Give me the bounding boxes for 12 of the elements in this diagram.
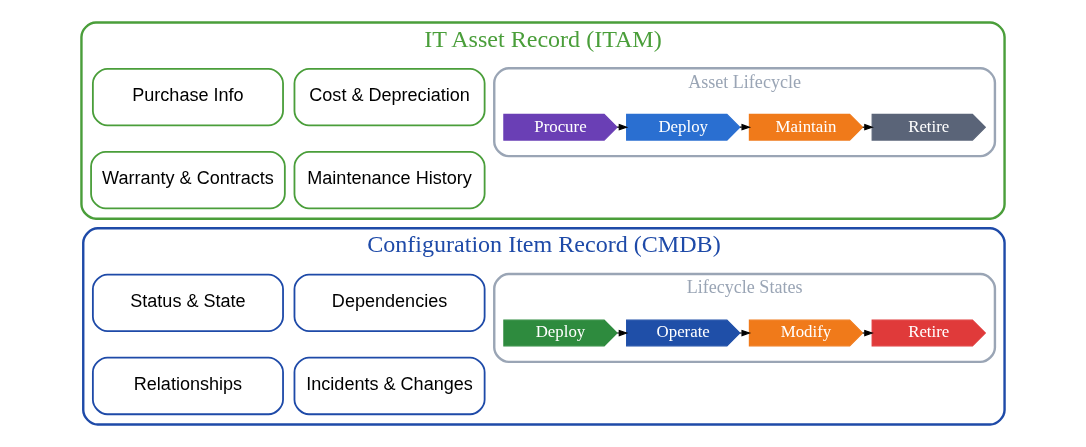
node-box: Dependencies [293,273,486,333]
node-box: Warranty & Contracts [90,151,286,210]
node-box: Status & State [91,273,284,333]
node-box: Relationships [91,356,284,416]
node-box: Maintenance History [293,151,486,210]
arrow [616,329,629,337]
arrow [616,123,629,131]
arrow [739,329,752,337]
node-box: Cost & Depreciation [293,67,486,127]
node-box: Purchase Info [91,67,284,127]
arrow [862,329,874,337]
node-box: Incidents & Changes [293,356,486,416]
